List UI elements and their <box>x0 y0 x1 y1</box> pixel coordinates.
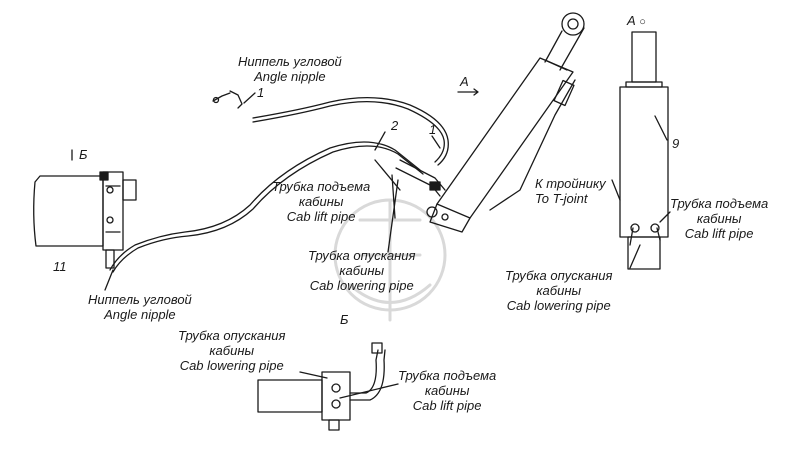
leader-line <box>387 179 399 253</box>
callout-1-right: 1 <box>429 122 437 137</box>
pump-reservoir-11 <box>33 171 137 269</box>
view-marker-circle-icon: ○ <box>639 16 646 28</box>
leader-line <box>391 174 396 219</box>
label-t-joint: К тройнику To T-joint <box>535 176 606 206</box>
label-cab-lift-center: Трубка подъема кабины Cab lift pipe <box>272 179 371 224</box>
view-b-detail <box>257 342 399 431</box>
callout-2: 2 <box>391 118 399 133</box>
view-a-cylinder-9 <box>611 31 671 270</box>
label-cab-lowering-center: Трубка опускания кабины Cab lowering pip… <box>308 248 416 293</box>
label-cab-lowering-right: Трубка опускания кабины Cab lowering pip… <box>505 268 613 313</box>
label-cab-lowering-detail: Трубка опускания кабины Cab lowering pip… <box>178 328 286 373</box>
view-a-title: А ○ <box>627 13 646 29</box>
angle-nipple-top <box>212 90 243 109</box>
callout-1-top: 1 <box>257 85 265 100</box>
leader-line <box>374 131 386 151</box>
callout-9: 9 <box>672 136 680 151</box>
lift-cylinder <box>395 12 585 233</box>
label-cab-lift-right: Трубка подъема кабины Cab lift pipe <box>670 196 769 241</box>
leader-line <box>104 269 114 291</box>
leader-line <box>243 92 256 104</box>
watermark-logo <box>333 198 447 322</box>
leader-line <box>374 159 401 191</box>
pipe-1-upper <box>252 97 449 166</box>
label-angle-nipple-top: Ниппель угловой Angle nipple <box>238 54 342 84</box>
callout-11: 11 <box>53 259 67 274</box>
leader-line <box>431 135 441 149</box>
view-a-arrow <box>457 88 479 96</box>
pipe-from-pump <box>109 141 421 271</box>
view-b-arrow-label: Б <box>79 147 88 162</box>
label-cab-lift-detail: Трубка подъема кабины Cab lift pipe <box>398 368 497 413</box>
view-b-title: Б <box>340 312 349 327</box>
view-a-arrow-label: А <box>460 74 469 89</box>
label-angle-nipple-bottom: Ниппель угловой Angle nipple <box>88 292 192 322</box>
